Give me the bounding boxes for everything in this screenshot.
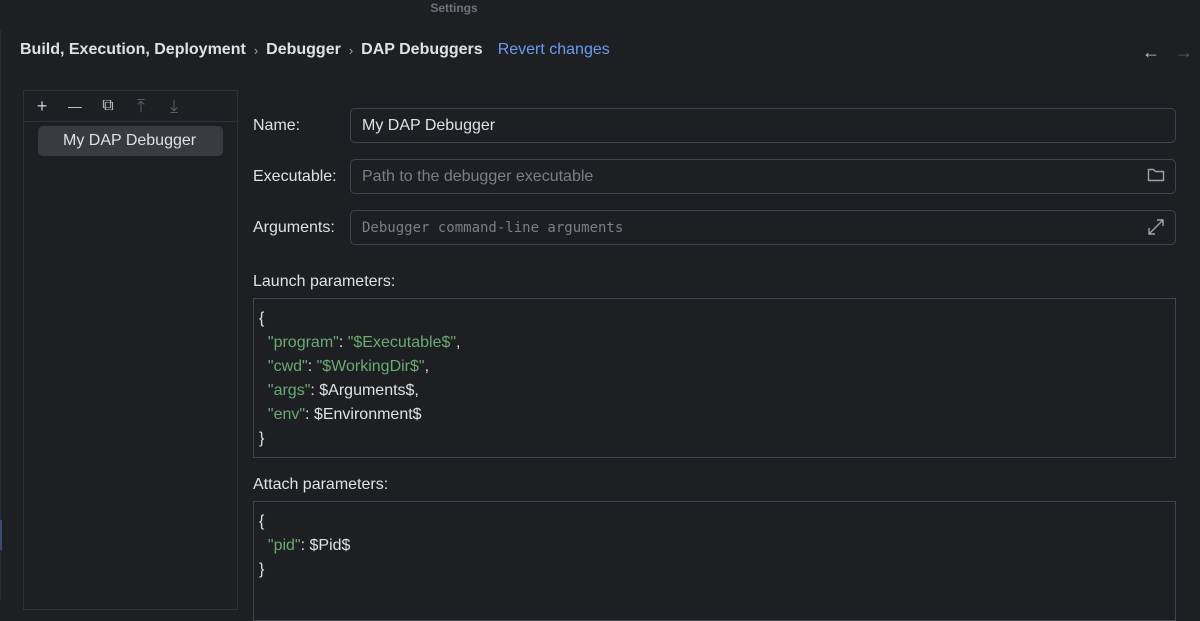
chevron-right-icon: › bbox=[253, 42, 259, 58]
window-title: Settings bbox=[430, 1, 478, 15]
code-text: } bbox=[259, 430, 265, 447]
debugger-list-panel: + — ⧉ ⤒ ⤓ My DAP Debugger bbox=[23, 90, 238, 610]
expand-icon[interactable] bbox=[1147, 218, 1165, 241]
code-text bbox=[259, 406, 268, 423]
code-line: } bbox=[259, 427, 1175, 451]
remove-icon[interactable]: — bbox=[68, 98, 82, 114]
code-text: : $Arguments$, bbox=[310, 382, 419, 399]
arguments-label: Arguments: bbox=[253, 219, 335, 236]
code-line: "program": "$Executable$", bbox=[259, 331, 1175, 355]
list-toolbar: + — ⧉ ⤒ ⤓ bbox=[24, 91, 237, 122]
code-text: { bbox=[259, 513, 265, 530]
list-item[interactable]: My DAP Debugger bbox=[38, 126, 223, 156]
code-text: : bbox=[338, 334, 348, 351]
code-text bbox=[259, 334, 268, 351]
json-string: "$WorkingDir$" bbox=[316, 358, 425, 375]
code-text bbox=[259, 382, 268, 399]
code-text: : $Pid$ bbox=[300, 537, 351, 554]
code-text: } bbox=[259, 561, 265, 578]
revert-changes-link[interactable]: Revert changes bbox=[497, 41, 610, 58]
json-key: "cwd" bbox=[267, 358, 308, 375]
json-string: "$Executable$" bbox=[347, 334, 457, 351]
code-line: { bbox=[259, 510, 1175, 534]
launch-parameters-editor[interactable]: { "program": "$Executable$", "cwd": "$Wo… bbox=[253, 298, 1176, 458]
breadcrumb: Build, Execution, Deployment › Debugger … bbox=[20, 41, 610, 59]
move-down-icon[interactable]: ⤓ bbox=[170, 95, 178, 116]
executable-label: Executable: bbox=[253, 168, 337, 185]
executable-placeholder: Path to the debugger executable bbox=[362, 168, 594, 185]
attach-parameters-label: Attach parameters: bbox=[253, 476, 389, 493]
code-text: { bbox=[259, 310, 265, 327]
divider bbox=[0, 30, 1, 600]
name-field[interactable]: My DAP Debugger bbox=[350, 108, 1176, 143]
code-text bbox=[259, 537, 268, 554]
name-label: Name: bbox=[253, 117, 301, 134]
executable-field[interactable]: Path to the debugger executable bbox=[350, 159, 1176, 194]
add-icon[interactable]: + bbox=[36, 95, 48, 116]
code-line: "env": $Environment$ bbox=[259, 403, 1175, 427]
code-text: : bbox=[307, 358, 317, 375]
forward-arrow-icon[interactable]: → bbox=[1175, 42, 1193, 62]
back-arrow-icon[interactable]: ← bbox=[1142, 42, 1160, 62]
code-line: { bbox=[259, 307, 1175, 331]
move-up-icon[interactable]: ⤒ bbox=[137, 95, 145, 116]
attach-parameters-editor[interactable]: { "pid": $Pid$} bbox=[253, 501, 1176, 621]
launch-parameters-label: Launch parameters: bbox=[253, 273, 396, 290]
code-line: "pid": $Pid$ bbox=[259, 534, 1175, 558]
arguments-field[interactable]: Debugger command-line arguments bbox=[350, 210, 1176, 245]
sidebar-selection-marker bbox=[0, 520, 2, 550]
code-text: , bbox=[424, 358, 430, 375]
code-text bbox=[259, 358, 268, 375]
code-line: "cwd": "$WorkingDir$", bbox=[259, 355, 1175, 379]
code-line: "args": $Arguments$, bbox=[259, 379, 1175, 403]
json-key: "args" bbox=[267, 382, 311, 399]
breadcrumb-item[interactable]: Debugger bbox=[266, 41, 341, 58]
name-value: My DAP Debugger bbox=[362, 117, 496, 134]
code-line: } bbox=[259, 558, 1175, 582]
breadcrumb-item[interactable]: Build, Execution, Deployment bbox=[20, 41, 246, 58]
code-text: : $Environment$ bbox=[305, 406, 422, 423]
code-text: , bbox=[456, 334, 461, 351]
copy-icon[interactable]: ⧉ bbox=[102, 97, 114, 114]
json-key: "program" bbox=[267, 334, 339, 351]
json-key: "pid" bbox=[267, 537, 301, 554]
json-key: "env" bbox=[267, 406, 306, 423]
breadcrumb-item: DAP Debuggers bbox=[361, 41, 483, 58]
chevron-right-icon: › bbox=[348, 42, 354, 58]
folder-icon[interactable] bbox=[1147, 167, 1165, 188]
arguments-placeholder: Debugger command-line arguments bbox=[362, 220, 624, 236]
